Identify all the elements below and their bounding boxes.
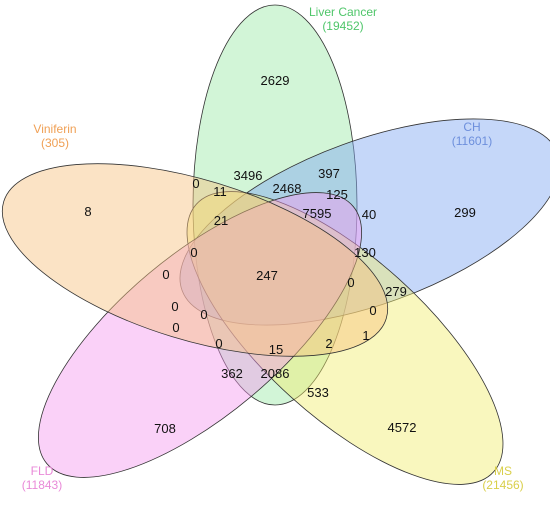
count-region: 0 [162, 267, 169, 282]
count-region: 130 [354, 245, 376, 260]
ch-ellipse [179, 118, 550, 326]
region-counts: 2629 8 299 708 4572 3496 397 0 11 2468 1… [84, 73, 475, 436]
count-fld-only: 708 [154, 421, 176, 436]
count-region: 247 [256, 268, 278, 283]
set-labels: Liver Cancer (19452) Viniferin (305) CH … [22, 5, 524, 492]
count-region: 3496 [234, 168, 263, 183]
ms-label: MS [494, 464, 512, 478]
count-liver-cancer-only: 2629 [261, 73, 290, 88]
ch-label: CH [463, 120, 480, 134]
fld-ellipse [37, 192, 363, 478]
count-region: 2086 [261, 366, 290, 381]
count-region: 0 [347, 275, 354, 290]
count-region: 0 [171, 299, 178, 314]
ms-size: (21456) [482, 478, 523, 492]
count-region: 21 [214, 213, 228, 228]
count-region: 0 [215, 336, 222, 351]
viniferin-ellipse [1, 163, 389, 357]
count-region: 0 [172, 320, 179, 335]
count-region: 7595 [303, 206, 332, 221]
ch-size: (11601) [452, 134, 492, 148]
count-region: 397 [318, 166, 340, 181]
count-ch-only: 299 [454, 205, 476, 220]
viniferin-size: (305) [41, 136, 69, 150]
fld-size: (11843) [22, 478, 62, 492]
liver-cancer-size: (19452) [322, 19, 363, 33]
count-region: 279 [385, 284, 407, 299]
viniferin-label: Viniferin [33, 122, 76, 136]
count-region: 362 [221, 366, 243, 381]
count-region: 15 [269, 342, 283, 357]
count-region: 40 [362, 207, 376, 222]
count-region: 1 [362, 328, 369, 343]
ms-ellipse [186, 191, 504, 485]
count-region: 0 [190, 245, 197, 260]
count-region: 0 [369, 303, 376, 318]
count-region: 0 [200, 307, 207, 322]
fld-label: FLD [31, 464, 54, 478]
count-ms-only: 4572 [388, 420, 417, 435]
count-viniferin-only: 8 [84, 204, 91, 219]
set-ellipses [1, 4, 550, 485]
count-region: 533 [307, 385, 329, 400]
count-region: 2468 [273, 181, 302, 196]
count-region: 11 [213, 184, 227, 199]
count-region: 0 [192, 176, 199, 191]
count-region: 125 [326, 187, 348, 202]
count-region: 2 [325, 336, 332, 351]
liver-cancer-label: Liver Cancer [309, 5, 377, 19]
